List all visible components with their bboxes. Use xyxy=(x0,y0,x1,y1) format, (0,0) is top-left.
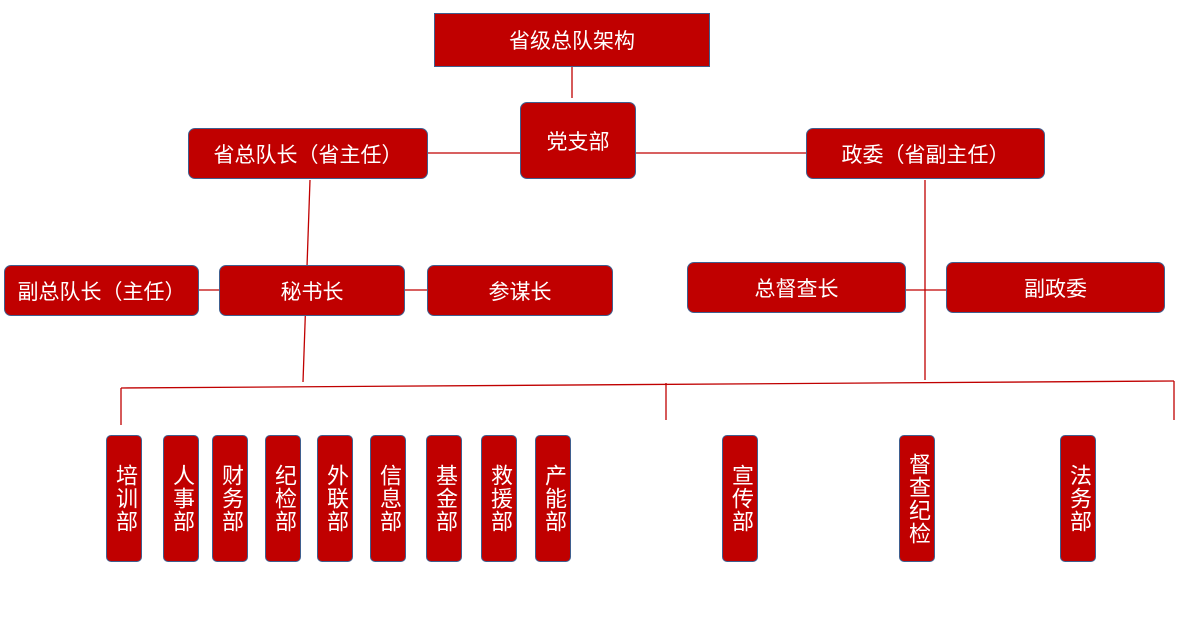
node-commander: 省总队长（省主任） xyxy=(188,128,428,179)
connector-bus xyxy=(120,380,1175,389)
dept-information: 信息部 xyxy=(370,435,406,562)
node-chief-of-staff: 参谋长 xyxy=(427,265,613,316)
dept-finance: 财务部 xyxy=(212,435,248,562)
dept-personnel: 人事部 xyxy=(163,435,199,562)
node-party: 党支部 xyxy=(520,102,636,179)
dept-external: 外联部 xyxy=(317,435,353,562)
node-deputy-commissar: 副政委 xyxy=(946,262,1165,313)
node-deputy-commander: 副总队长（主任） xyxy=(4,265,199,316)
node-commissar: 政委（省副主任） xyxy=(806,128,1045,179)
dept-fund: 基金部 xyxy=(426,435,462,562)
dept-supervision: 督查纪检 xyxy=(899,435,935,562)
dept-rescue: 救援部 xyxy=(481,435,517,562)
dept-discipline: 纪检部 xyxy=(265,435,301,562)
dept-legal: 法务部 xyxy=(1060,435,1096,562)
node-top: 省级总队架构 xyxy=(434,13,710,67)
dept-production: 产能部 xyxy=(535,435,571,562)
node-chief-inspector: 总督查长 xyxy=(687,262,906,313)
dept-training: 培训部 xyxy=(106,435,142,562)
dept-publicity: 宣传部 xyxy=(722,435,758,562)
node-secretary-general: 秘书长 xyxy=(219,265,405,316)
